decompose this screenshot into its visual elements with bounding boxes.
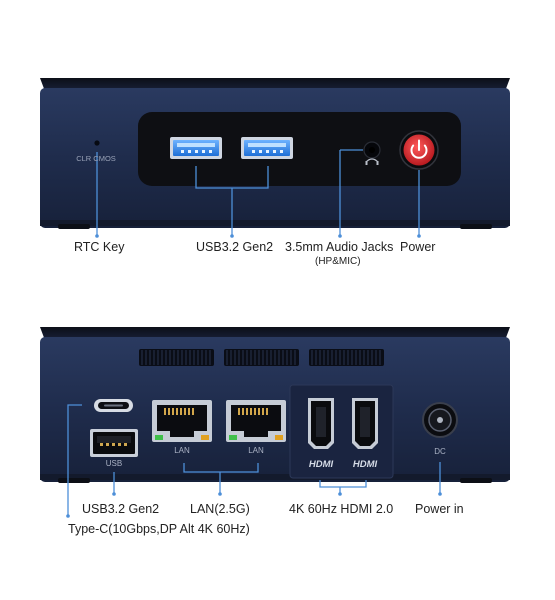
- clr-cmos-hole: [94, 140, 100, 146]
- rear-usb-port: [90, 429, 138, 457]
- power-label: Power: [400, 240, 436, 254]
- lan-label: LAN(2.5G): [190, 502, 250, 516]
- rear-callout-dots: [66, 492, 442, 518]
- usb-c-port: [94, 399, 133, 412]
- usb-port-text: USB: [106, 459, 122, 468]
- front-callout-lines: [96, 149, 420, 236]
- hdmi2-port-text: HDMI: [353, 459, 378, 470]
- front-usb-label: USB3.2 Gen2: [196, 240, 274, 254]
- lan2-port-text: LAN: [248, 446, 264, 455]
- dc-port-text: DC: [434, 447, 446, 456]
- power-button: [399, 130, 439, 170]
- hdmi-port-2: [352, 398, 378, 449]
- audio-jacks-sublabel: (HP&MIC): [315, 256, 361, 267]
- front-usb-port-1: [170, 137, 222, 159]
- dc-jack: [422, 402, 458, 438]
- hdmi-port-1: [308, 398, 334, 449]
- lan1-port-text: LAN: [174, 446, 190, 455]
- audio-jacks-label: 3.5mm Audio Jacks: [285, 240, 394, 254]
- lan-port-1: [152, 400, 212, 442]
- clr-cmos-text: CLR CMOS: [76, 154, 116, 163]
- front-port-panel: [138, 112, 461, 186]
- lan-port-2: [226, 400, 286, 442]
- type-c-label: Type-C(10Gbps,DP Alt 4K 60Hz): [68, 522, 250, 536]
- power-icon: [410, 139, 428, 159]
- rear-callout-lines: [67, 404, 441, 516]
- rear-usb-label: USB3.2 Gen2: [82, 502, 160, 516]
- hdmi-label: 4K 60Hz HDMI 2.0: [289, 502, 394, 516]
- rear-vents: [139, 349, 384, 366]
- rtc-key-label: RTC Key: [74, 240, 125, 254]
- front-usb-port-2: [241, 137, 293, 159]
- power-in-label: Power in: [415, 502, 464, 516]
- hdmi1-port-text: HDMI: [309, 459, 334, 470]
- audio-jack: [363, 141, 381, 165]
- front-callout-dots: [95, 234, 421, 238]
